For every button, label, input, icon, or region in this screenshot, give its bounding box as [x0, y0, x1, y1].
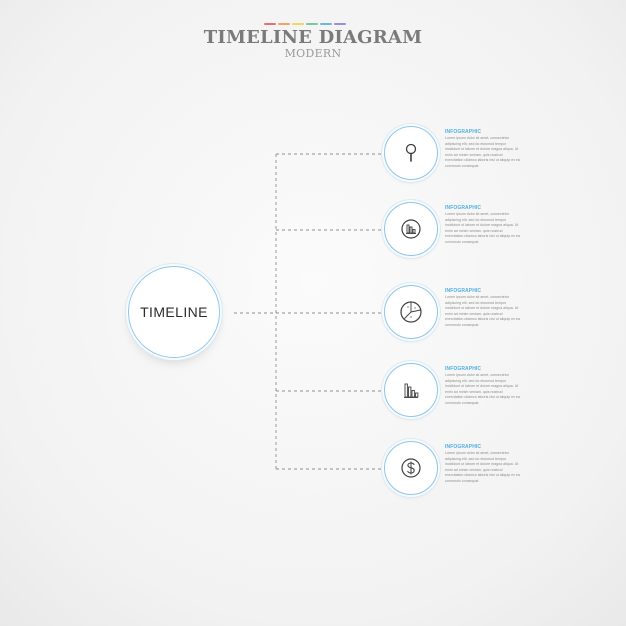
accent-bar-orange	[278, 23, 290, 25]
item-1-title: INFOGRAPHIC	[445, 129, 482, 135]
timeline-main-node: TIMELINE	[128, 266, 220, 358]
page-title: TIMELINE DIAGRAM	[203, 27, 423, 48]
timeline-main-label: TIMELINE	[140, 304, 208, 320]
bar-chart-in-circle-icon	[401, 219, 421, 239]
item-3-body: Lorem ipsum dolor sit amet, consectetur …	[445, 295, 520, 327]
item-5-title: INFOGRAPHIC	[445, 444, 482, 450]
item-2-title: INFOGRAPHIC	[445, 205, 482, 211]
accent-bar-yellow	[292, 23, 304, 25]
timeline-item-1: INFOGRAPHIC Lorem ipsum dolor sit amet, …	[384, 126, 544, 188]
item-3-circle	[384, 285, 438, 339]
pie-chart-icon	[400, 301, 422, 323]
timeline-item-4: INFOGRAPHIC Lorem ipsum dolor sit amet, …	[384, 363, 544, 425]
item-4-body: Lorem ipsum dolor sit amet, consectetur …	[445, 373, 520, 405]
diagram-header: TIMELINE DIAGRAM MODERN	[0, 0, 626, 70]
item-4-circle	[384, 363, 438, 417]
item-5-body: Lorem ipsum dolor sit amet, consectetur …	[445, 451, 520, 483]
accent-bar-purple	[334, 23, 346, 25]
item-1-body: Lorem ipsum dolor sit amet, consectetur …	[445, 136, 520, 168]
timeline-item-3: INFOGRAPHIC Lorem ipsum dolor sit amet, …	[384, 285, 544, 347]
item-4-title: INFOGRAPHIC	[445, 366, 482, 372]
magnifier-icon	[405, 143, 417, 162]
accent-color-strip	[264, 23, 364, 26]
page-subtitle: MODERN	[284, 47, 342, 60]
accent-bar-red	[264, 23, 276, 25]
accent-bar-green	[306, 23, 318, 25]
timeline-item-5: INFOGRAPHIC Lorem ipsum dolor sit amet, …	[384, 441, 544, 503]
item-1-circle	[384, 126, 438, 180]
dollar-icon	[401, 458, 421, 478]
accent-bar-blue	[320, 23, 332, 25]
item-3-title: INFOGRAPHIC	[445, 288, 482, 294]
timeline-item-2: INFOGRAPHIC Lorem ipsum dolor sit amet, …	[384, 202, 544, 264]
item-2-body: Lorem ipsum dolor sit amet, consectetur …	[445, 212, 520, 244]
item-2-circle	[384, 202, 438, 256]
item-5-circle	[384, 441, 438, 495]
bar-chart-icon	[404, 383, 419, 398]
